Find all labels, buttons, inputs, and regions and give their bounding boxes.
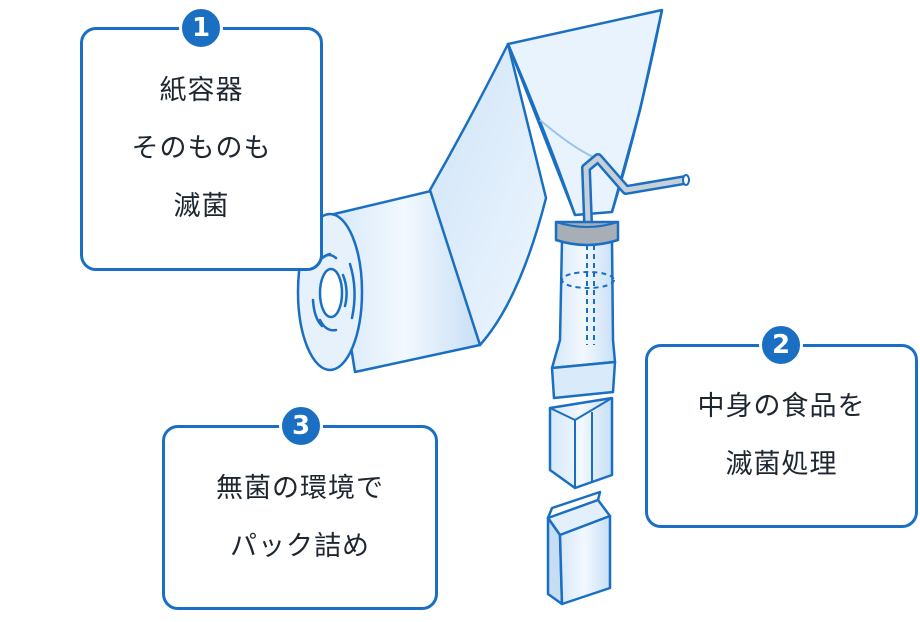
callout-1-box: 紙容器 そのものも 滅菌	[80, 27, 323, 271]
packaging-sheet	[428, 42, 548, 347]
finished-carton	[546, 490, 612, 606]
callout-2-number-badge: 2	[759, 323, 803, 367]
material-tube	[550, 238, 617, 370]
callout-2-box: 中身の食品を 滅菌処理	[645, 344, 918, 528]
forming-package	[548, 360, 617, 490]
callout-2-line-2: 滅菌処理	[725, 449, 838, 480]
callout-2-line-1: 中身の食品を	[697, 391, 866, 422]
sealing-band	[554, 220, 620, 247]
callout-3-line-1: 無菌の環境で	[216, 472, 384, 504]
callout-3-line-2: パック詰め	[230, 530, 370, 562]
callout-1-number-badge: 1	[179, 6, 223, 50]
callout-3-box: 無菌の環境で パック詰め	[162, 425, 438, 610]
callout-1-line-2: そのものも	[131, 133, 272, 164]
callout-1-line-3: 滅菌	[173, 191, 230, 222]
filling-pipe	[581, 153, 690, 227]
callout-1-line-1: 紙容器	[159, 75, 244, 106]
callout-3-number-badge: 3	[279, 404, 323, 448]
